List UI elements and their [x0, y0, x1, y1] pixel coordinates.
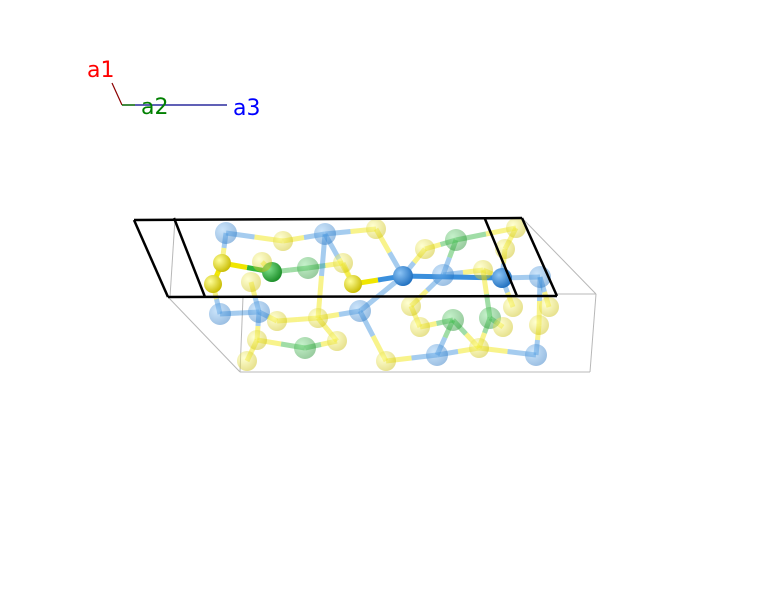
a1-axis-line: [111, 82, 123, 106]
green-atom: [297, 257, 319, 279]
blue-atom: [215, 222, 237, 244]
blue-atom: [525, 344, 547, 366]
cell-edge-ghost: [589, 293, 597, 373]
cell-edge: [132, 219, 170, 298]
yellow-atom: [344, 275, 362, 293]
yellow-atom: [410, 317, 430, 337]
yellow-atom: [213, 254, 231, 272]
blue-atom: [314, 223, 336, 245]
yellow-atom: [506, 218, 526, 238]
yellow-atom: [401, 296, 421, 316]
cell-edge: [167, 294, 558, 299]
yellow-atom: [247, 330, 267, 350]
a2-label: a2: [141, 95, 169, 120]
cell-edge: [520, 217, 559, 297]
cell-edge: [172, 217, 207, 298]
yellow-atom: [267, 311, 287, 331]
yellow-atom: [529, 315, 549, 335]
yellow-atom: [473, 260, 493, 280]
cell-edge-ghost: [521, 217, 597, 295]
yellow-atom: [503, 297, 523, 317]
yellow-atom: [493, 317, 513, 337]
blue-atom: [248, 301, 270, 323]
unit-cell-ghost: [167, 217, 597, 373]
yellow-atom: [469, 338, 489, 358]
blue-atom: [426, 344, 448, 366]
yellow-atom: [539, 297, 559, 317]
atoms: [204, 218, 559, 371]
a1-label: a1: [87, 58, 115, 83]
yellow-atom: [327, 331, 347, 351]
yellow-atom: [366, 219, 386, 239]
yellow-atom: [333, 253, 353, 273]
unit-cell: [132, 216, 559, 299]
cell-edge: [133, 216, 523, 222]
yellow-atom: [241, 272, 261, 292]
blue-atom: [432, 264, 454, 286]
green-atom: [445, 229, 467, 251]
cell-edge-ghost: [169, 218, 176, 298]
yellow-atom: [376, 351, 396, 371]
blue-atom: [209, 303, 231, 325]
cell-edge-ghost: [167, 296, 241, 373]
yellow-atom: [204, 275, 222, 293]
cell-edge: [483, 218, 519, 297]
yellow-atom: [415, 239, 435, 259]
yellow-atom: [252, 252, 272, 272]
yellow-atom: [308, 308, 328, 328]
a3-label: a3: [233, 96, 261, 121]
green-atom: [442, 309, 464, 331]
blue-atom: [393, 266, 413, 286]
yellow-atom: [273, 231, 293, 251]
yellow-atom: [237, 351, 257, 371]
blue-atom: [349, 300, 371, 322]
green-atom: [294, 337, 316, 359]
